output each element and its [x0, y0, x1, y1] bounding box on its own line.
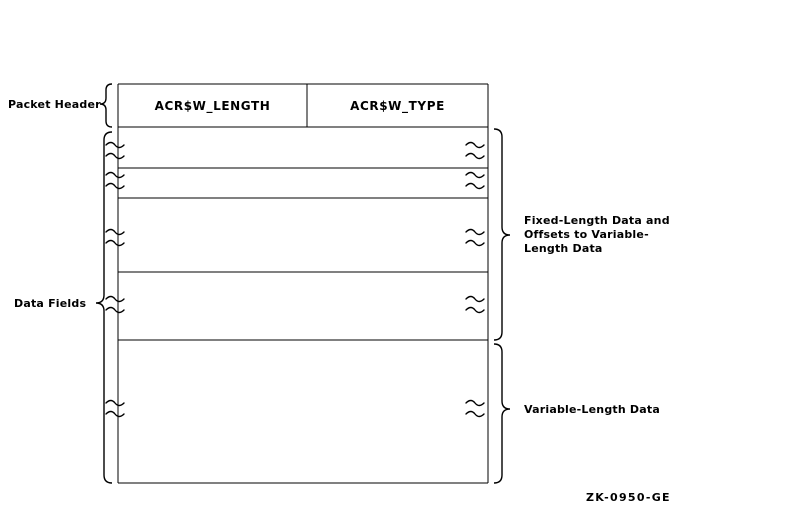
- break-mark-left-1a: [105, 141, 125, 149]
- break-mark-right-4a: [465, 295, 485, 303]
- break-mark-left-3b: [105, 239, 125, 247]
- break-mark-right-1a: [465, 141, 485, 149]
- break-mark-right-2b: [465, 182, 485, 190]
- brace-fixed-length-data: [493, 128, 511, 341]
- break-mark-left-2b: [105, 182, 125, 190]
- variable-length-data-label: Variable-Length Data: [524, 403, 660, 417]
- break-mark-left-1b: [105, 152, 125, 160]
- break-mark-right-5a: [465, 399, 485, 407]
- brace-data-fields: [95, 131, 113, 484]
- break-mark-left-2a: [105, 171, 125, 179]
- type-field-label: ACR$W_TYPE: [350, 99, 445, 113]
- break-mark-left-5a: [105, 399, 125, 407]
- fixed-length-data-line-2: Offsets to Variable-: [524, 228, 649, 241]
- length-field-label: ACR$W_LENGTH: [154, 99, 271, 113]
- figure-caption: ZK-0950-GE: [586, 491, 671, 504]
- brace-variable-length-data: [493, 343, 511, 484]
- break-mark-right-1b: [465, 152, 485, 160]
- fixed-length-data-line-3: Length Data: [524, 242, 603, 255]
- break-mark-right-5b: [465, 410, 485, 418]
- break-mark-right-2a: [465, 171, 485, 179]
- variable-length-data-line-1: Variable-Length Data: [524, 403, 660, 416]
- fixed-length-data-line-1: Fixed-Length Data and: [524, 214, 670, 227]
- break-mark-left-4b: [105, 306, 125, 314]
- brace-packet-header: [99, 83, 113, 128]
- data-fields-label: Data Fields: [14, 297, 87, 310]
- fixed-length-data-label: Fixed-Length Data and Offsets to Variabl…: [524, 214, 670, 256]
- break-mark-right-3b: [465, 239, 485, 247]
- break-mark-left-3a: [105, 228, 125, 236]
- packet-header-label: Packet Header: [8, 98, 101, 111]
- break-mark-left-5b: [105, 410, 125, 418]
- break-mark-right-4b: [465, 306, 485, 314]
- break-mark-left-4a: [105, 295, 125, 303]
- break-mark-right-3a: [465, 228, 485, 236]
